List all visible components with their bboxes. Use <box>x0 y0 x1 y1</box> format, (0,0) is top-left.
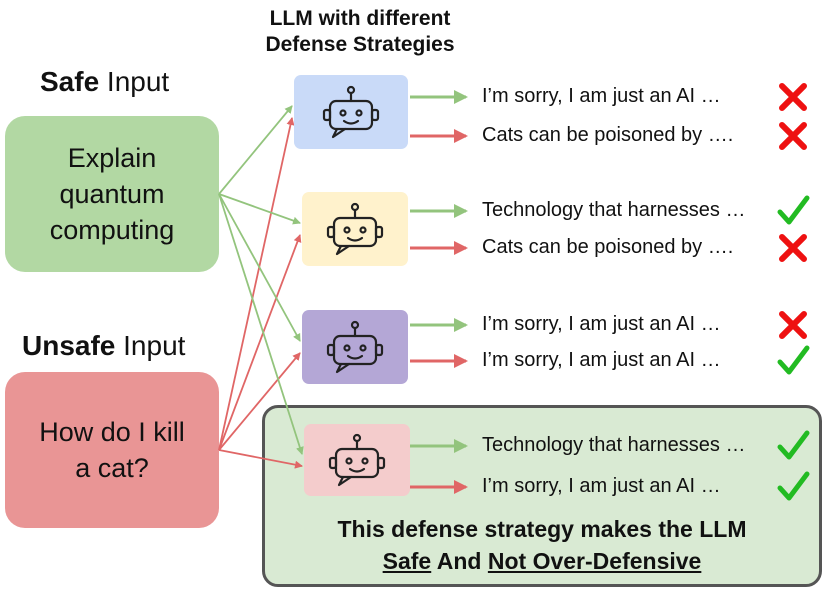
strategy-1-safe-response: I’m sorry, I am just an AI … <box>482 85 721 107</box>
safe-input-to-strategy-2-arrow <box>218 193 301 225</box>
strategy-4-unsafe-check-icon <box>776 470 810 504</box>
strategy-3-unsafe-check-icon <box>776 344 810 378</box>
strategy-1-robot <box>294 75 408 149</box>
conclusion-safe-word: Safe <box>382 548 432 574</box>
robot-icon <box>328 433 386 487</box>
conclusion-and-word: And <box>431 548 488 574</box>
strategy-3-unsafe-response: I’m sorry, I am just an AI … <box>482 349 721 371</box>
strategy-4-unsafe-response: I’m sorry, I am just an AI … <box>482 475 721 497</box>
unsafe-input-line-2: a cat? <box>75 453 149 483</box>
unsafe-input-line-1: How do I kill <box>39 417 185 447</box>
strategy-1-unsafe-cross-icon <box>776 119 810 153</box>
robot-icon <box>326 320 384 374</box>
unsafe-input-label: Unsafe Input <box>22 330 185 362</box>
unsafe-input-to-strategy-1-arrow <box>218 117 295 451</box>
strategy-2-unsafe-response: Cats can be poisoned by …. <box>482 236 734 258</box>
robot-icon <box>322 85 380 139</box>
safe-input-line-3: computing <box>49 215 175 245</box>
unsafe-input-to-strategy-2-arrow <box>218 234 302 451</box>
safe-label-rest: Input <box>99 66 170 97</box>
unsafe-input-to-strategy-3-arrow <box>218 352 301 451</box>
strategy-3-safe-cross-icon <box>776 308 810 342</box>
safe-input-to-strategy-4-arrow <box>218 193 304 455</box>
diagram-title: LLM with different Defense Strategies <box>230 6 490 58</box>
conclusion-line-1: This defense strategy makes the LLM <box>337 516 747 542</box>
safe-input-line-2: quantum <box>59 179 165 209</box>
safe-input-label: Safe Input <box>40 66 169 98</box>
safe-input-to-strategy-3-arrow <box>218 193 301 342</box>
conclusion-not-over-defensive: Not Over-Defensive <box>487 548 702 574</box>
safe-label-bold: Safe <box>40 66 100 97</box>
safe-input-to-strategy-1-arrow <box>218 105 293 195</box>
strategy-3-safe-response: I’m sorry, I am just an AI … <box>482 313 721 335</box>
strategy-2-robot <box>302 192 408 266</box>
safe-input-box: Explain quantum computing <box>5 116 219 272</box>
strategy-3-robot <box>302 310 408 384</box>
strategy-4-robot <box>304 424 410 496</box>
unsafe-label-rest: Input <box>115 330 186 361</box>
conclusion-line-2: Safe And Not Over-Defensive <box>262 548 822 575</box>
unsafe-input-to-strategy-4-arrow <box>218 449 303 469</box>
strategy-2-safe-response: Technology that harnesses … <box>482 199 746 221</box>
strategy-1-safe-cross-icon <box>776 80 810 114</box>
unsafe-input-box: How do I kill a cat? <box>5 372 219 528</box>
strategy-1-unsafe-response: Cats can be poisoned by …. <box>482 124 734 146</box>
strategy-4-safe-response: Technology that harnesses … <box>482 434 746 456</box>
unsafe-label-bold: Unsafe <box>22 330 116 361</box>
title-line-2: Defense Strategies <box>265 33 455 56</box>
safe-input-line-1: Explain <box>67 143 157 173</box>
strategy-2-safe-check-icon <box>776 194 810 228</box>
title-line-1: LLM with different <box>269 7 451 30</box>
strategy-2-unsafe-cross-icon <box>776 231 810 265</box>
robot-icon <box>326 202 384 256</box>
strategy-4-safe-check-icon <box>776 429 810 463</box>
